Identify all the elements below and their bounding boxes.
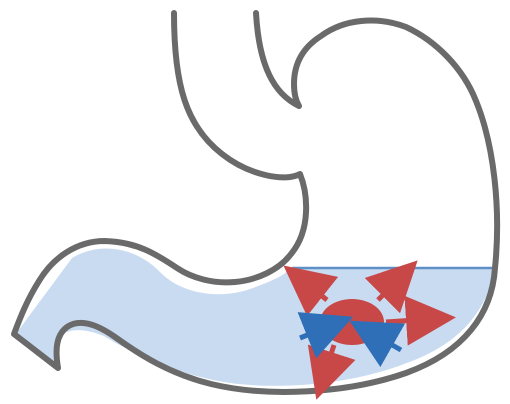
outward-arrow-right [386, 319, 431, 322]
dissolving-mass [320, 299, 384, 345]
